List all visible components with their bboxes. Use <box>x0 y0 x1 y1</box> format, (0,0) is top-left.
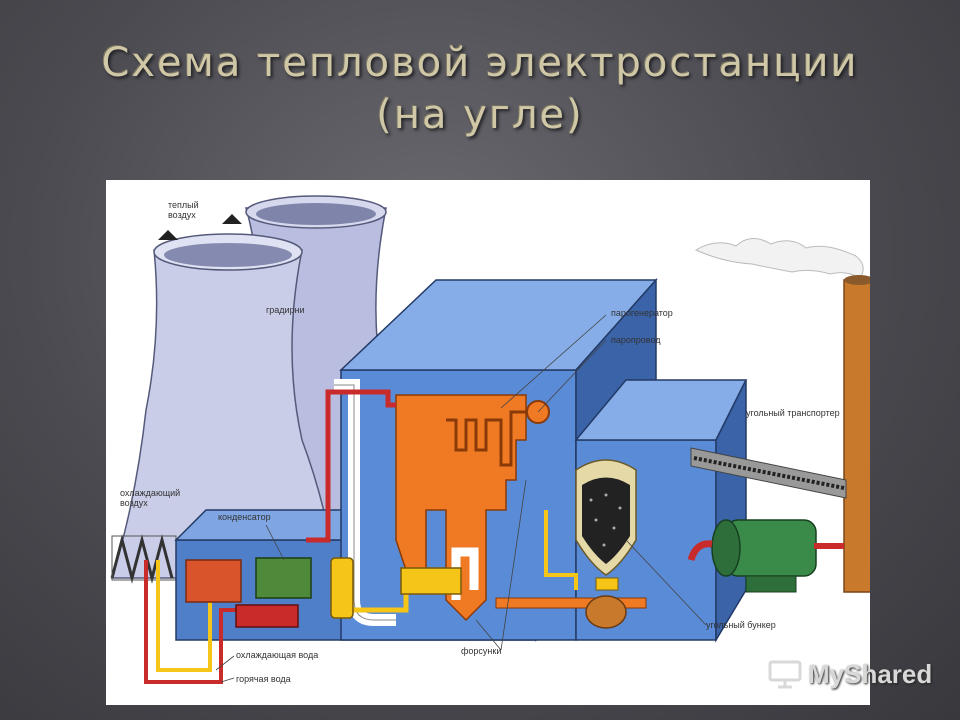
turbine <box>255 557 312 599</box>
pump-red <box>235 604 299 628</box>
watermark-logo: MyShared <box>768 656 932 692</box>
diagram-drawing <box>110 195 870 684</box>
label-condenser: конденсатор <box>218 512 271 522</box>
condenser <box>185 559 242 603</box>
label-coal-bunker: угольный бункер <box>706 620 776 630</box>
chimney-smoke <box>694 238 864 279</box>
slide-title-line1: Схема тепловой электростанции <box>101 40 859 86</box>
coal-speckles <box>589 493 622 547</box>
label-cooling-towers: градирни <box>266 305 305 315</box>
label-coal-conveyor: угольный транспортер <box>746 408 840 418</box>
superheater-tubes <box>446 410 546 467</box>
label-warm-air: теплый воздух <box>168 200 199 220</box>
label-steam-generator: парогенератор <box>611 308 673 318</box>
watermark-text: MyShared <box>808 658 933 689</box>
warm-air-arrow-2 <box>222 214 242 224</box>
feedwater-heater <box>400 567 462 595</box>
electric-generator <box>687 519 844 593</box>
label-cooling-air: охлаждающий воздух <box>120 488 181 508</box>
chimney <box>843 279 870 593</box>
label-cooling-water: охлаждающая вода <box>236 650 319 660</box>
slide-title-line2: (на угле) <box>376 92 584 138</box>
power-plant-diagram: теплый воздух градирни парогенератор пар… <box>106 180 870 705</box>
leader-lines <box>215 314 707 683</box>
label-burners: форсунки <box>461 646 502 656</box>
label-steam-line: паропровод <box>611 335 661 345</box>
air-intake <box>110 534 174 584</box>
warm-air-arrow-1 <box>158 230 178 240</box>
coal-feed-pipe <box>495 597 647 609</box>
pump-yellow <box>330 557 354 619</box>
steam-pipe <box>325 389 396 410</box>
label-hot-water: горячая вода <box>236 674 291 684</box>
presentation-icon <box>768 660 802 689</box>
coal-mill <box>585 595 627 629</box>
